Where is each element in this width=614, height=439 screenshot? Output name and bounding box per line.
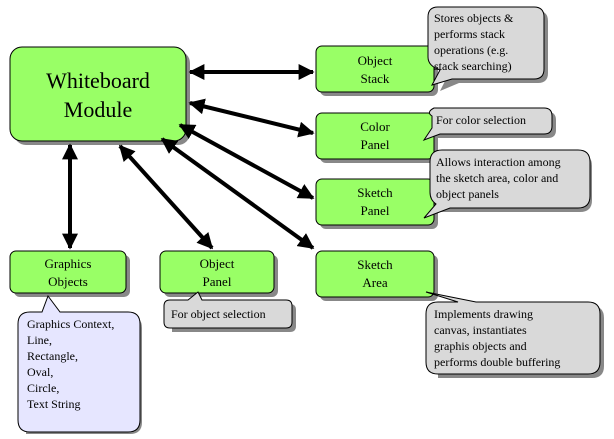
callout-color-panel-line1: For color selection	[436, 113, 526, 127]
callout-graphics-objects-line5: Circle,	[27, 381, 59, 395]
whiteboard-module-title-line1: Whiteboard	[46, 68, 150, 93]
object-panel-box	[159, 250, 275, 294]
arrow-module-color-panel	[188, 98, 315, 138]
arrow-module-object-panel	[118, 144, 214, 250]
callout-object-stack-line2: performs stack	[434, 27, 505, 41]
callout-object-stack-line4: stack searching)	[434, 59, 512, 73]
callout-object-stack-line1: Stores objects &	[434, 11, 514, 25]
object-stack-label-line2: Stack	[361, 71, 390, 86]
callout-sketch-area-line3: graphis objects and	[434, 339, 527, 353]
callout-sketch-area-line2: canvas, instantiates	[434, 323, 527, 337]
sketch-area-label-line1: Sketch	[357, 257, 393, 272]
object-stack-label-line1: Object	[358, 53, 393, 68]
graphics-objects-box	[9, 250, 127, 294]
callout-object-panel: For object selection	[163, 291, 296, 332]
callout-sketch-panel-line3: object panels	[436, 187, 499, 201]
callout-graphics-objects-line2: Line,	[27, 333, 52, 347]
callout-graphics-objects: Graphics Context, Line, Rectangle, Oval,…	[17, 294, 142, 434]
callout-object-panel-line1: For object selection	[171, 307, 266, 321]
callout-graphics-objects-line1: Graphics Context,	[27, 317, 114, 331]
sketch-panel-label-line1: Sketch	[357, 185, 393, 200]
callout-graphics-objects-line4: Oval,	[27, 365, 53, 379]
graphics-objects-label-line2: Objects	[48, 274, 88, 289]
graphics-objects-label-line1: Graphics	[45, 256, 92, 271]
callout-graphics-objects-line3: Rectangle,	[27, 349, 78, 363]
callout-sketch-panel-line1: Allows interaction among	[436, 155, 561, 169]
callout-sketch-area-line1: Implements drawing	[434, 307, 533, 321]
object-stack-box	[315, 45, 435, 93]
callout-sketch-area-line4: performs double buffering	[434, 355, 560, 369]
whiteboard-module-box	[9, 46, 187, 142]
sketch-area-box	[315, 250, 435, 298]
sketch-area-label-line2: Area	[362, 275, 387, 290]
color-panel-label-line1: Color	[360, 119, 390, 134]
object-panel-label-line1: Object	[200, 256, 235, 271]
color-panel-label-line2: Panel	[361, 137, 390, 152]
callout-sketch-area: Implements drawing canvas, instantiates …	[425, 291, 604, 378]
sketch-panel-label-line2: Panel	[361, 203, 390, 218]
callout-sketch-panel-line2: the sketch area, color and	[436, 171, 558, 185]
callout-object-stack: Stores objects & performs stack operatio…	[427, 6, 548, 91]
callout-object-stack-line3: operations (e.g.	[434, 43, 508, 57]
arrow-module-sketch-panel	[178, 123, 315, 200]
whiteboard-module-title-line2: Module	[64, 97, 132, 122]
callout-sketch-panel: Allows interaction among the sketch area…	[423, 149, 592, 219]
object-panel-label-line2: Panel	[203, 274, 232, 289]
callout-graphics-objects-line6: Text String	[27, 397, 81, 411]
callout-color-panel: For color selection	[422, 107, 556, 142]
